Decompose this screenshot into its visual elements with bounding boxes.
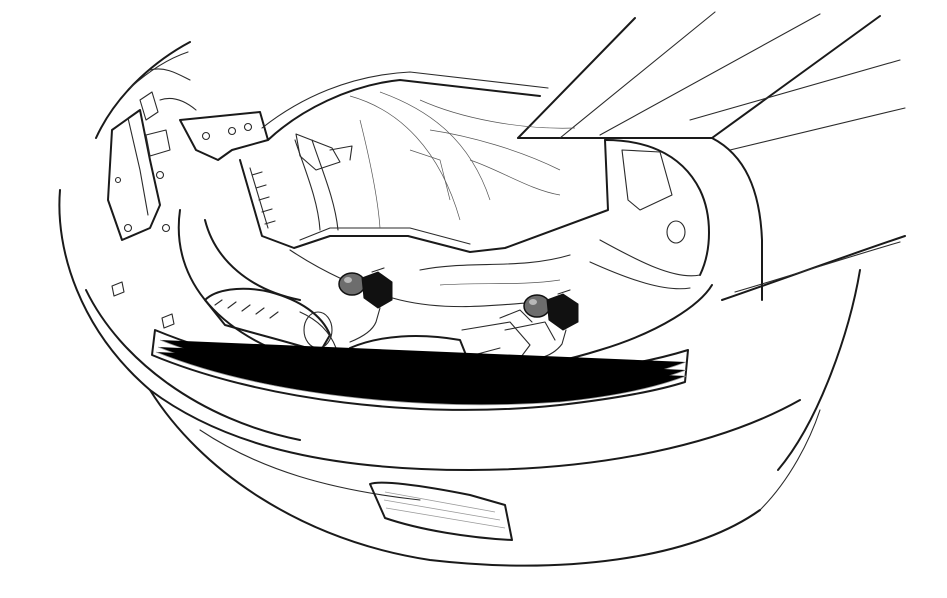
side-marker-strip (151, 329, 689, 411)
left-bulb-assembly (338, 267, 393, 343)
side-mount-panel (107, 91, 171, 241)
right-bulb-socket (546, 293, 579, 331)
left-bulb-icon (338, 272, 366, 296)
left-fender-edge (95, 41, 197, 139)
right-bulb-assembly (523, 289, 579, 359)
front-bumper (58, 189, 821, 567)
hinge-bracket (179, 71, 549, 161)
right-bulb-icon (523, 294, 551, 318)
open-hood (517, 11, 906, 151)
right-inner-wall (589, 139, 710, 290)
fog-lamp (369, 481, 513, 541)
engine-bay (239, 91, 609, 253)
right-fender (711, 137, 906, 471)
left-bulb-socket (361, 271, 393, 309)
